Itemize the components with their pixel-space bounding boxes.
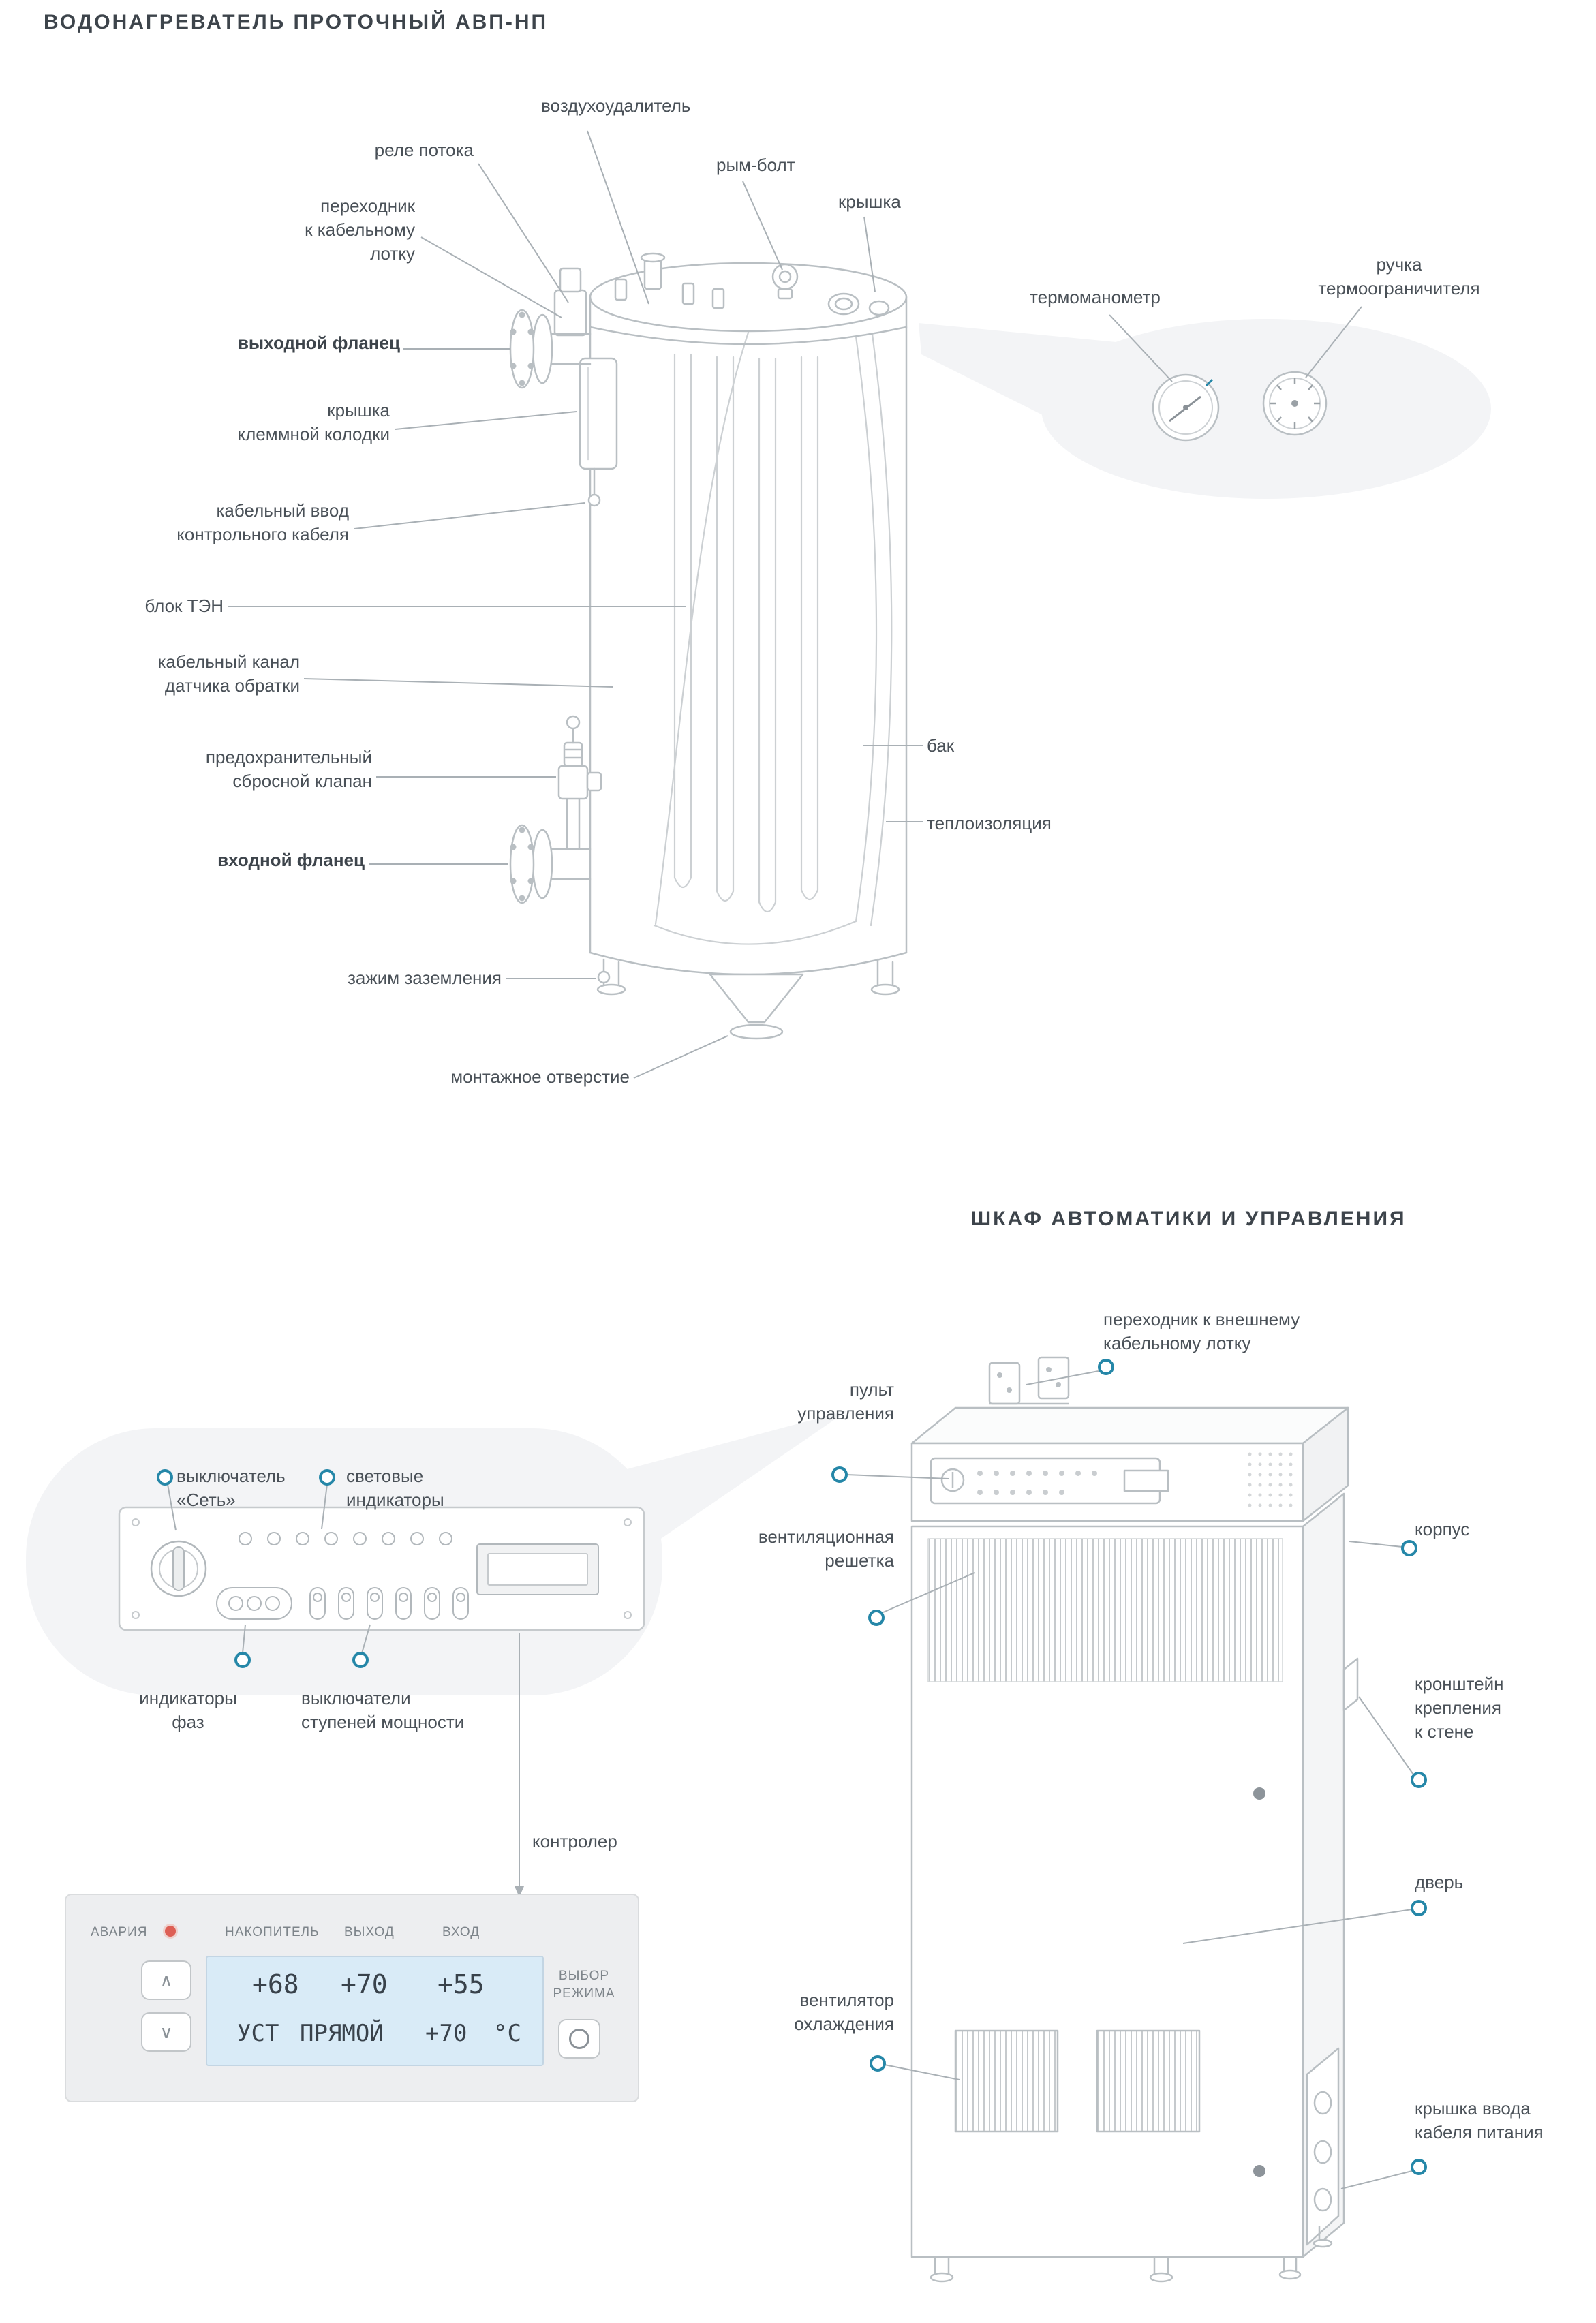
- label-thermomanometer: термоманометр: [1030, 287, 1161, 307]
- label-heating-block: блок ТЭН: [144, 596, 224, 616]
- storage-column-label: НАКОПИТЕЛЬ: [225, 1925, 320, 1939]
- display-out-value: +70: [341, 1969, 388, 1999]
- label-controller: контролер: [532, 1831, 617, 1851]
- label-eye-bolt: рым-болт: [716, 155, 795, 175]
- phase-indicators-group: [216, 1587, 292, 1620]
- circle-icon: [569, 2029, 589, 2049]
- label-door: дверь: [1415, 1872, 1464, 1892]
- cabinet-drawing: [910, 1356, 1359, 2283]
- power-switch-knob: [150, 1540, 207, 1597]
- controller-display: +68 +70 +55 УСТ ПРЯМОЙ +70 °С: [206, 1956, 544, 2066]
- controller-arrow: [515, 1886, 524, 1897]
- panel-display: [476, 1543, 599, 1595]
- label-inlet-flange: входной фланец: [217, 850, 365, 870]
- label-indicator-lights: световые индикаторы: [346, 1466, 444, 1510]
- mode-select-button: [558, 2019, 600, 2059]
- label-safety-valve: предохранительный сбросной клапан: [205, 747, 372, 791]
- label-air-vent: воздухоудалитель: [541, 95, 691, 116]
- arrow-down-icon: ∨: [159, 2021, 173, 2042]
- label-mounting-hole: монтажное отверстие: [450, 1066, 630, 1087]
- down-button: ∨: [141, 2012, 191, 2052]
- label-lid: крышка: [838, 191, 901, 212]
- label-control-cable-entry: кабельный ввод контрольного кабеля: [177, 500, 349, 544]
- up-button: ∧: [141, 1960, 191, 2000]
- leader-lines-heater: [228, 130, 1362, 1079]
- label-cabinet-body: корпус: [1415, 1519, 1470, 1539]
- leader-lines-cabinet: [167, 1370, 1414, 2189]
- heater-title: ВОДОНАГРЕВАТЕЛЬ ПРОТОЧНЫЙ АВП-НП: [44, 11, 549, 33]
- display-set-label: УСТ: [237, 2020, 279, 2047]
- alarm-indicator-dot: [163, 1924, 178, 1939]
- label-tank: бак: [927, 735, 955, 756]
- water-heater-drawing: [509, 252, 908, 1040]
- label-vent-grille: вентиляционная решетка: [758, 1526, 894, 1571]
- arrow-up-icon: ∧: [159, 1969, 173, 1990]
- label-wall-bracket: кронштейн крепления к стене: [1415, 1674, 1504, 1742]
- label-cable-channel: кабельный канал датчика обратки: [157, 651, 300, 696]
- label-limiter-handle: ручка термоограничителя: [1318, 254, 1480, 298]
- power-step-switches-group: [309, 1587, 469, 1620]
- callout-dots: [157, 1359, 1427, 2175]
- label-external-tray-adapter: переходник к внешнему кабельному лотку: [1103, 1309, 1300, 1353]
- label-control-panel: пульт управления: [797, 1379, 894, 1424]
- gauge-detail-bubble: [919, 319, 1491, 499]
- label-power-switch: выключатель «Сеть»: [177, 1466, 286, 1510]
- label-flow-relay: реле потока: [374, 140, 474, 160]
- display-in-value: +55: [438, 1969, 485, 1999]
- out-column-label: ВЫХОД: [344, 1925, 395, 1939]
- label-cooling-fan: вентилятор охлаждения: [794, 1990, 894, 2034]
- alarm-label: АВАРИЯ: [91, 1925, 148, 1939]
- thermomanometer-gauge: [1152, 373, 1220, 442]
- cabinet-title: ШКАФ АВТОМАТИКИ И УПРАВЛЕНИЯ: [970, 1207, 1407, 1230]
- display-unit: °С: [493, 2020, 521, 2047]
- in-column-label: ВХОД: [442, 1925, 480, 1939]
- label-phase-indicators: индикаторы фаз: [139, 1688, 237, 1732]
- label-terminal-cover: крышка клеммной колодки: [237, 400, 390, 444]
- mode-select-label: ВЫБОР РЕЖИМА: [553, 1969, 615, 2001]
- limiter-handle-gauge: [1262, 371, 1328, 436]
- label-power-step-switches: выключатели ступеней мощности: [301, 1688, 465, 1732]
- display-storage-value: +68: [252, 1969, 299, 1999]
- display-mode-name: ПРЯМОЙ: [300, 2020, 384, 2047]
- label-power-cable-cover: крышка ввода кабеля питания: [1415, 2098, 1544, 2142]
- controller-panel: АВАРИЯ НАКОПИТЕЛЬ ВЫХОД ВХОД ∧ ∨ +68 +70…: [65, 1894, 639, 2102]
- indicator-lights-row: [239, 1532, 452, 1545]
- label-ground-clamp: зажим заземления: [347, 968, 502, 988]
- control-panel-detail: [26, 1411, 848, 1695]
- label-insulation: теплоизоляция: [927, 813, 1052, 833]
- label-cable-tray-adapter: переходник к кабельному лотку: [305, 196, 415, 264]
- label-outlet-flange: выходной фланец: [237, 333, 400, 353]
- display-mode-value: +70: [425, 2020, 467, 2047]
